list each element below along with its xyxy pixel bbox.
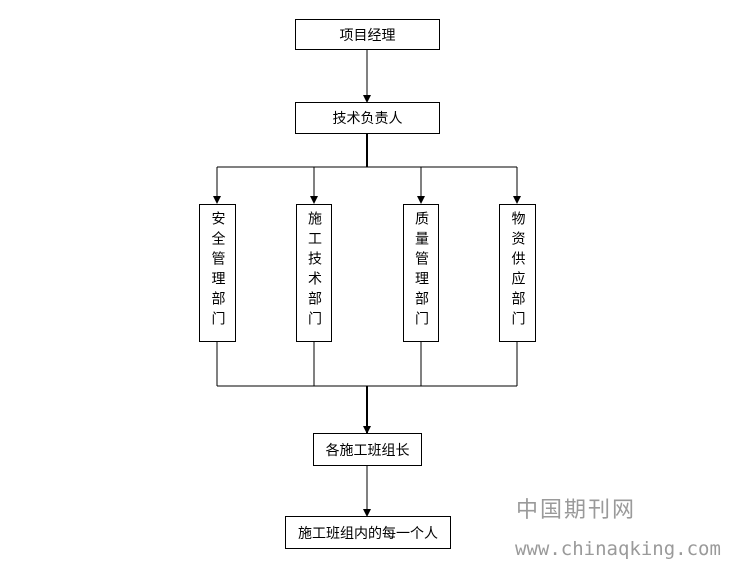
- node-dept-safety: 安全管理部门: [199, 204, 236, 342]
- node-tech-lead: 技术负责人: [295, 102, 440, 134]
- watermark-url: www.chinaqking.com: [515, 538, 721, 560]
- node-team-members: 施工班组内的每一个人: [285, 516, 451, 549]
- node-dept-materials: 物资供应部门: [499, 204, 536, 342]
- node-dept-quality: 质量管理部门: [403, 204, 439, 342]
- node-project-manager: 项目经理: [295, 19, 440, 50]
- watermark-name: 中国期刊网: [516, 498, 637, 523]
- node-team-leaders: 各施工班组长: [313, 433, 422, 466]
- node-dept-construction: 施工技术部门: [296, 204, 332, 342]
